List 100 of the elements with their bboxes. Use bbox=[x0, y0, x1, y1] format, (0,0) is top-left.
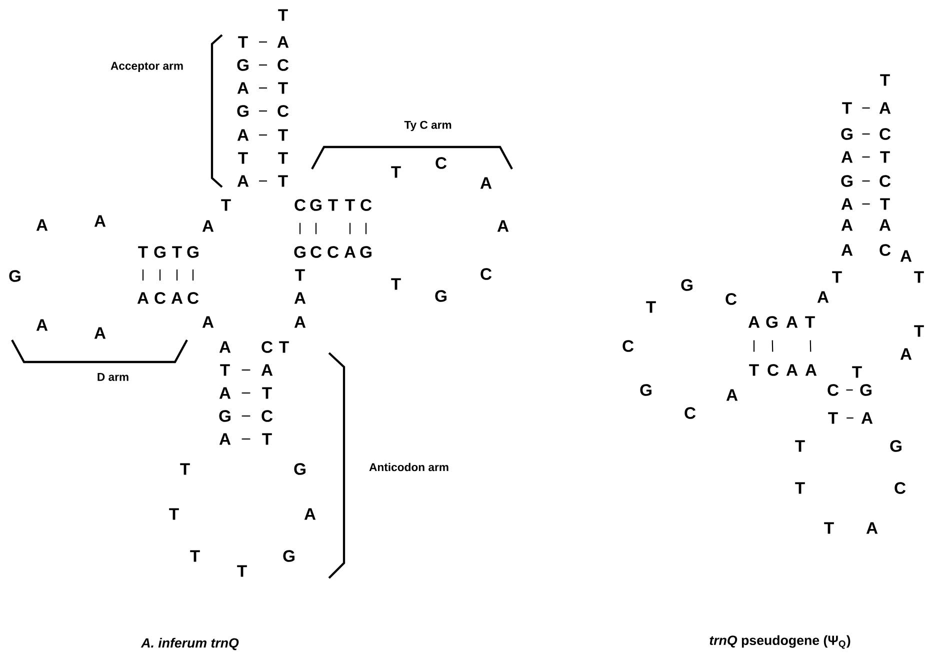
nucleotide-letter: G bbox=[9, 270, 20, 282]
nucleotide-letter: C bbox=[684, 407, 696, 419]
nucleotide-letter: T bbox=[852, 366, 862, 378]
nucleotide-letter: A bbox=[817, 291, 829, 303]
nucleotide-letter: C bbox=[328, 246, 339, 258]
nucleotide-letter: C bbox=[294, 199, 306, 211]
nucleotide-letter: A bbox=[137, 292, 149, 304]
arm-label: Acceptor arm bbox=[110, 62, 183, 72]
nucleotide-letter: T bbox=[295, 269, 305, 281]
nucleotide-letter: T bbox=[262, 433, 272, 445]
nucleotide-letter: G bbox=[435, 290, 446, 302]
nucleotide-letter: G bbox=[841, 128, 852, 140]
nucleotide-letter: A bbox=[237, 82, 249, 94]
nucleotide-letter: A bbox=[237, 129, 249, 141]
nucleotide-letter: C bbox=[480, 268, 492, 280]
nucleotide-letter: T bbox=[279, 341, 289, 353]
nucleotide-letter: T bbox=[190, 550, 200, 562]
arm-label: Anticodon arm bbox=[369, 462, 448, 472]
nucleotide-letter: T bbox=[278, 175, 288, 187]
nucleotide-letter: A bbox=[497, 220, 509, 232]
nucleotide-letter: A bbox=[866, 522, 878, 534]
nucleotide-letter: T bbox=[278, 152, 288, 164]
nucleotide-letter: C bbox=[768, 364, 779, 376]
nucleotide-letter: T bbox=[795, 482, 805, 494]
nucleotide-letter: A bbox=[786, 316, 798, 328]
nucleotide-letter: T bbox=[880, 198, 890, 210]
nucleotide-letter: G bbox=[310, 199, 322, 211]
arm-label: D arm bbox=[98, 373, 128, 381]
nucleotide-letter: T bbox=[749, 364, 759, 376]
nucleotide-letter: A bbox=[94, 327, 106, 339]
nucleotide-letter: A bbox=[304, 508, 316, 520]
nucleotide-letter: T bbox=[328, 199, 338, 211]
nucleotide-letter: A bbox=[219, 387, 231, 399]
nucleotide-letter: T bbox=[169, 508, 179, 520]
nucleotide-letter: C bbox=[262, 410, 273, 422]
nucleotide-letter: G bbox=[283, 550, 294, 562]
nucleotide-letter: G bbox=[766, 316, 778, 328]
nucleotide-letter: T bbox=[914, 271, 924, 283]
nucleotide-letter: T bbox=[880, 151, 890, 163]
nucleotide-letter: T bbox=[221, 199, 231, 211]
nucleotide-letter: A bbox=[344, 246, 356, 258]
nucleotide-letter: T bbox=[828, 412, 838, 424]
nucleotide-letter: G bbox=[860, 384, 872, 396]
nucleotide-letter: A bbox=[879, 102, 891, 114]
nucleotide-letter: A bbox=[171, 292, 183, 304]
nucleotide-letter: A bbox=[277, 36, 289, 48]
nucleotide-letter: G bbox=[237, 59, 248, 71]
nucleotide-letter: G bbox=[890, 440, 902, 452]
nucleotide-letter: C bbox=[894, 482, 906, 494]
nucleotide-letter: A bbox=[202, 316, 214, 328]
nucleotide-letter: C bbox=[154, 292, 166, 304]
nucleotide-letter: G bbox=[219, 410, 230, 422]
nucleotide-letter: A bbox=[294, 316, 306, 328]
nucleotide-letter: T bbox=[842, 102, 852, 114]
nucleotide-letter: T bbox=[391, 166, 401, 178]
nucleotide-letter: C bbox=[188, 292, 199, 304]
nucleotide-letter: C bbox=[436, 157, 447, 169]
nucleotide-letter: A bbox=[841, 151, 853, 163]
nucleotide-letter: A bbox=[900, 348, 912, 360]
nucleotide-letter: C bbox=[278, 59, 289, 71]
nucleotide-letter: T bbox=[880, 74, 890, 86]
nucleotide-letter: C bbox=[726, 293, 737, 305]
nucleotide-letter: T bbox=[262, 387, 272, 399]
nucleotide-letter: T bbox=[278, 82, 288, 94]
nucleotide-letter: T bbox=[832, 271, 842, 283]
nucleotide-letter: A bbox=[261, 364, 273, 376]
nucleotide-letter: T bbox=[172, 246, 182, 258]
nucleotide-letter: T bbox=[180, 463, 190, 475]
nucleotide-letter: A bbox=[202, 220, 214, 232]
nucleotide-letter: A bbox=[219, 341, 231, 353]
nucleotide-letter: T bbox=[138, 246, 148, 258]
nucleotide-letter: A bbox=[841, 244, 853, 256]
nucleotide-letter: A bbox=[36, 319, 48, 331]
nucleotide-letter: G bbox=[640, 384, 652, 396]
arm-label: Ty C arm bbox=[404, 120, 452, 132]
nucleotide-letter: A bbox=[879, 219, 891, 231]
caption: A. inferum trnQ bbox=[140, 638, 239, 650]
nucleotide-letter: C bbox=[880, 175, 891, 187]
nucleotide-letter: T bbox=[391, 278, 401, 290]
nucleotide-letter: A bbox=[900, 250, 912, 262]
nucleotide-letter: T bbox=[278, 129, 288, 141]
nucleotide-letter: G bbox=[841, 175, 852, 187]
nucleotide-letter: G bbox=[187, 246, 198, 258]
nucleotide-letter: C bbox=[310, 246, 322, 258]
nucleotide-letter: C bbox=[360, 199, 372, 211]
nucleotide-letter: T bbox=[237, 565, 247, 577]
nucleotide-letter: A bbox=[786, 364, 798, 376]
nucleotide-letter: G bbox=[294, 463, 306, 475]
nucleotide-letter: C bbox=[622, 340, 634, 352]
nucleotide-letter: A bbox=[219, 433, 231, 445]
nucleotide-letter: C bbox=[828, 384, 839, 396]
nucleotide-letter: T bbox=[795, 440, 805, 452]
nucleotide-letter: A bbox=[480, 177, 492, 189]
nucleotide-letter: T bbox=[345, 199, 355, 211]
nucleotide-letter: G bbox=[360, 246, 372, 258]
nucleotide-letter: G bbox=[294, 246, 306, 258]
nucleotide-letter: C bbox=[880, 244, 891, 256]
nucleotide-letter: A bbox=[726, 389, 738, 401]
nucleotide-letter: G bbox=[154, 246, 166, 258]
nucleotide-letter: T bbox=[914, 325, 924, 337]
